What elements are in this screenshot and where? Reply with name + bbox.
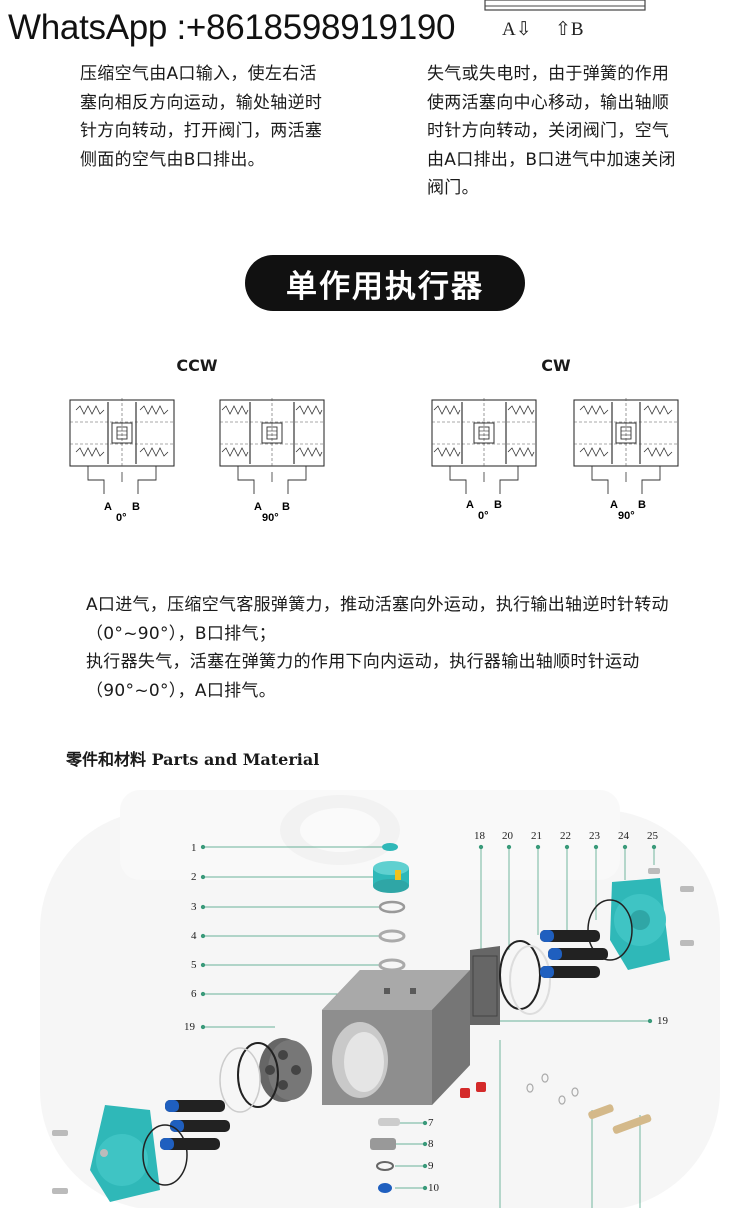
cw90-angle: 90° bbox=[618, 510, 635, 522]
part-number-19-right: 19 bbox=[657, 1015, 668, 1027]
part-number-5: 5 bbox=[191, 959, 197, 971]
red-plugs bbox=[460, 1082, 486, 1098]
right-piston-group bbox=[470, 940, 551, 1025]
left-bolts bbox=[52, 1130, 68, 1194]
top-diagram-fragment bbox=[484, 0, 646, 11]
ccw-diagram-0 bbox=[69, 397, 175, 495]
principle-text-left: 压缩空气由A口输入，使左右活塞向相反方向运动，输处轴逆时针方向转动，打开阀门，两… bbox=[80, 64, 323, 170]
ccw90-port-b: B bbox=[282, 501, 290, 513]
part-number-21: 21 bbox=[531, 830, 542, 842]
ccw0-port-a: A bbox=[104, 501, 112, 513]
cw90-port-b: B bbox=[638, 499, 646, 511]
part-1-indicator-cap bbox=[382, 843, 398, 851]
description-text: A口进气，压缩空气客服弹簧力，推动活塞向外运动，执行输出轴逆时针转动（0°~90… bbox=[86, 591, 678, 705]
part-number-20: 20 bbox=[502, 830, 513, 842]
part-number-22: 22 bbox=[560, 830, 571, 842]
exploded-parts-view bbox=[40, 790, 720, 1208]
part-7-washer bbox=[378, 1118, 400, 1126]
cw0-port-a: A bbox=[466, 499, 474, 511]
part-number-7: 7 bbox=[428, 1117, 434, 1129]
cw0-port-b: B bbox=[494, 499, 502, 511]
ccw0-port-b: B bbox=[132, 501, 140, 513]
small-orings bbox=[526, 1073, 579, 1105]
cw-diagram-0 bbox=[431, 397, 537, 495]
stop-bolts bbox=[588, 1104, 652, 1134]
left-end-cap bbox=[90, 1105, 188, 1202]
part-number-24: 24 bbox=[618, 830, 629, 842]
ccw90-angle: 90° bbox=[262, 512, 279, 524]
description-line-2: 执行器失气，活塞在弹簧力的作用下向内运动，执行器输出轴顺时针运动（90°~0°）… bbox=[86, 652, 640, 701]
part-number-25: 25 bbox=[647, 830, 658, 842]
ccw-diagram-90 bbox=[219, 397, 325, 495]
part-number-18: 18 bbox=[474, 830, 485, 842]
part-number-4: 4 bbox=[191, 930, 197, 942]
section-title-pill: 单作用执行器 bbox=[245, 255, 525, 311]
part-number-1: 1 bbox=[191, 842, 197, 854]
right-spring-stack bbox=[540, 930, 608, 978]
part-8-cam bbox=[370, 1138, 396, 1150]
cw90-port-a: A bbox=[610, 499, 618, 511]
part-number-10: 10 bbox=[428, 1182, 439, 1194]
part-4-washer bbox=[378, 929, 406, 943]
port-a-arrow-label: A⇩ bbox=[502, 19, 532, 40]
port-b-arrow-label: ⇧B bbox=[555, 19, 584, 40]
part-number-6: 6 bbox=[191, 988, 197, 1000]
part-6-actuator-body bbox=[322, 970, 470, 1105]
actuator-schematics: A B 0° A B 90° A B 0° A B 90° bbox=[69, 397, 679, 524]
cw-label: CW bbox=[541, 356, 571, 375]
ccw90-port-a: A bbox=[254, 501, 262, 513]
cw-diagram-90 bbox=[573, 397, 679, 495]
cw0-angle: 0° bbox=[478, 510, 489, 522]
part-number-3: 3 bbox=[191, 901, 197, 913]
part-number-2: 2 bbox=[191, 871, 197, 883]
whatsapp-watermark: WhatsApp :+8618598919190 bbox=[8, 8, 456, 47]
part-number-23: 23 bbox=[589, 830, 600, 842]
right-bolts bbox=[648, 868, 694, 946]
part-10-bushing bbox=[378, 1183, 392, 1193]
ccw0-angle: 0° bbox=[116, 512, 127, 524]
part-2-position-indicator bbox=[373, 861, 409, 893]
parts-title: 零件和材料 Parts and Material bbox=[66, 750, 320, 769]
part-9-ring bbox=[376, 1161, 394, 1171]
part-3-ring bbox=[378, 900, 406, 914]
part-number-19-left: 19 bbox=[184, 1021, 195, 1033]
right-end-cap bbox=[587, 878, 670, 970]
ccw-label: CCW bbox=[176, 356, 218, 375]
left-piston-group bbox=[219, 1038, 312, 1113]
description-line-1: A口进气，压缩空气客服弹簧力，推动活塞向外运动，执行输出轴逆时针转动（0°~90… bbox=[86, 595, 669, 644]
principle-text-right: 失气或失电时，由于弹簧的作用使两活塞向中心移动，输出轴顺时针方向转动，关闭阀门，… bbox=[427, 64, 676, 198]
part-number-8: 8 bbox=[428, 1138, 434, 1150]
left-spring-stack bbox=[160, 1100, 230, 1150]
part-number-9: 9 bbox=[428, 1160, 434, 1172]
